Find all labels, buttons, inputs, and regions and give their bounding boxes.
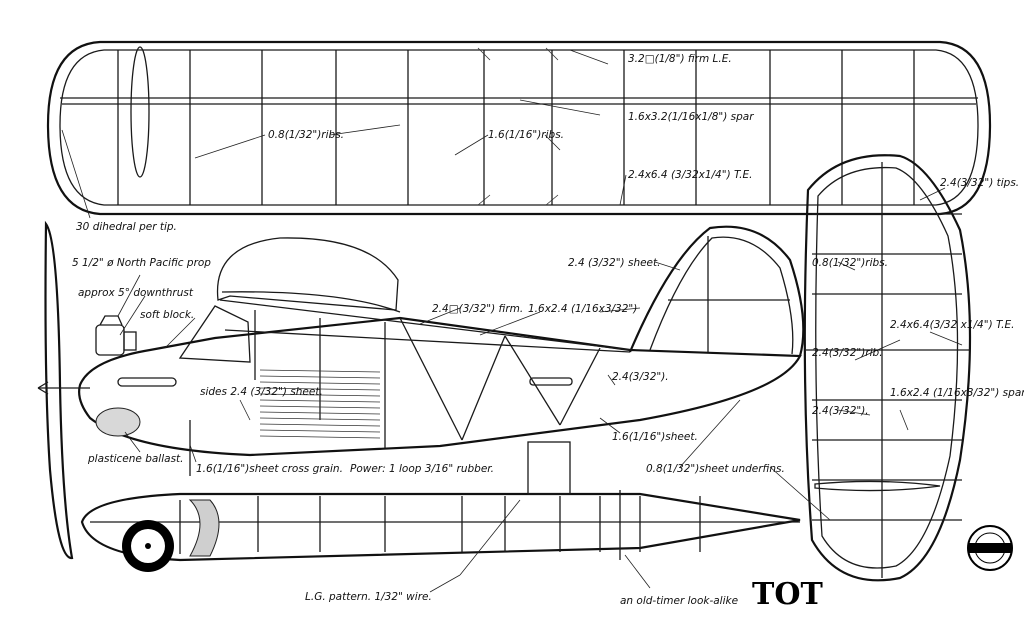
side-sheet-hatch (259, 399, 381, 403)
side-sheet-hatch (259, 381, 381, 385)
title-label: TOT (752, 577, 823, 612)
wing-tips-label: 2.4(3/32") tips. (940, 177, 1019, 189)
side-sheet-hatch (259, 435, 381, 439)
side-sheet-hatch (259, 417, 381, 421)
side-sheet-hatch (259, 429, 381, 433)
tailplane-plan-view (803, 154, 972, 582)
sides-label: sides 2.4 (3/32") sheet. (200, 386, 323, 398)
fuselage-side-view (37, 220, 805, 560)
trailing-edge-label: 2.4x6.4 (3/32x1/4") T.E. (628, 169, 752, 181)
prop-label: 5 1/2" ø North Pacific prop (72, 257, 211, 269)
wing-plan-view (46, 40, 992, 216)
center-ribs-label: 1.6(1/16")ribs. (488, 129, 564, 141)
downthrust-label: approx 5° downthrust (78, 287, 194, 299)
side-sheet-hatch (259, 375, 381, 379)
side-sheet-hatch (259, 393, 381, 397)
fuselage-firm-label: 2.4□(3/32") firm. (432, 303, 523, 315)
cross-grain-label: 1.6(1/16")sheet cross grain. (196, 463, 343, 475)
tail-24-label: 2.4(3/32"). (612, 371, 669, 383)
side-sheet-hatch (259, 387, 381, 391)
side-sheet-hatch (259, 423, 381, 427)
side-sheet-hatch (259, 405, 381, 409)
stab-spar-label: 1.6x2.4 (1/16x3/32") spar. (890, 387, 1024, 399)
side-sheet-hatch (259, 411, 381, 415)
stab-rib-label: 2.4(3/32")rib. (812, 347, 883, 359)
landing-gear-label: L.G. pattern. 1/32" wire. (305, 591, 432, 603)
fuselage-top-view (80, 441, 801, 572)
leading-edge-label: 3.2□(1/8") firm L.E. (628, 53, 732, 65)
leader-lines (61, 49, 963, 593)
wing-spar-label: 1.6x3.2(1/16x1/8") spar (628, 111, 754, 123)
dihedral-label: 30 dihedral per tip. (76, 221, 177, 233)
subtitle-label: an old-timer look-alike (620, 595, 738, 607)
community-stamp-logo (967, 525, 1013, 571)
soft-block-label: soft block. (140, 309, 194, 321)
ballast-label: plasticene ballast. (87, 453, 184, 465)
annotation-labels: 3.2□(1/8") firm L.E. 1.6x3.2(1/16x1/8") … (72, 53, 1024, 612)
side-sheet-hatch (259, 369, 381, 373)
fuselage-sheet-label: 1.6x2.4 (1/16x3/32") (528, 303, 637, 315)
fin-sheet-label: 2.4 (3/32") sheet. (568, 257, 660, 269)
stab-te-label: 2.4x6.4(3/32 x1/4") T.E. (890, 319, 1014, 331)
power-label: Power: 1 loop 3/16" rubber. (350, 463, 494, 475)
underfins-label: 0.8(1/32")sheet underfins. (646, 463, 785, 475)
wing-ribs-label: 0.8(1/32")ribs. (268, 129, 344, 141)
stab-24-label: 2.4(3/32"). (812, 405, 869, 417)
tail-sheet-label: 1.6(1/16")sheet. (612, 431, 698, 443)
stab-ribs-label: 0.8(1/32")ribs. (812, 257, 888, 269)
